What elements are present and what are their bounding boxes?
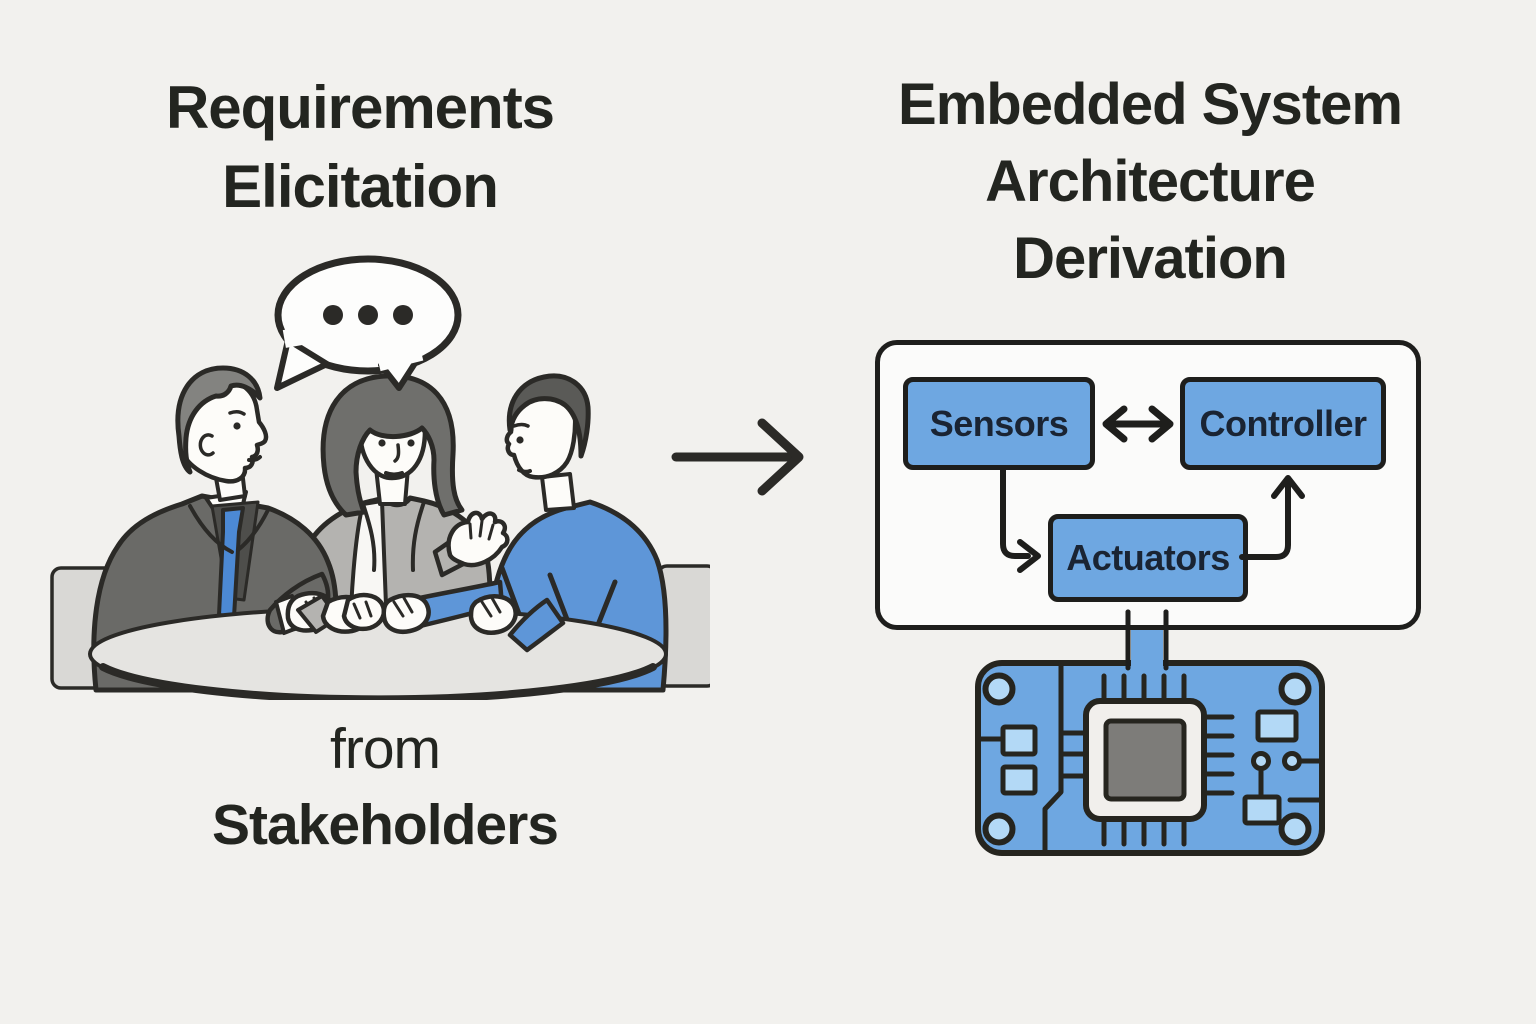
left-title: Requirements Elicitation <box>40 68 680 226</box>
left-title-line2: Elicitation <box>222 153 499 221</box>
hands-on-table <box>265 571 566 653</box>
block-sensors-label: Sensors <box>929 402 1069 444</box>
stakeholders-illustration <box>50 255 710 700</box>
block-actuators-label: Actuators <box>1066 537 1230 578</box>
block-controller-label: Controller <box>1199 402 1367 444</box>
right-title-line2: Architecture <box>985 149 1316 215</box>
right-title-line1: Embedded System <box>898 72 1403 137</box>
caption-from: from <box>330 717 441 781</box>
circuit-board-icon <box>975 609 1325 856</box>
block-actuators: Actuators <box>1048 514 1248 602</box>
board-hole <box>982 672 1016 706</box>
left-caption: from Stakeholders <box>85 712 685 864</box>
left-title-line1: Requirements <box>165 74 555 141</box>
speech-bubble-icon <box>274 255 462 391</box>
gesturing-hand <box>432 510 510 578</box>
caption-stakeholders: Stakeholders <box>212 792 559 857</box>
block-sensors: Sensors <box>903 377 1095 470</box>
board-hole <box>982 812 1016 846</box>
chip-icon <box>1083 698 1207 822</box>
right-title-line3: Derivation <box>1013 226 1288 292</box>
board-hole <box>1278 672 1312 706</box>
board-hole <box>1278 812 1312 846</box>
right-title: Embedded System Architecture Derivation <box>855 66 1445 297</box>
block-controller: Controller <box>1180 377 1386 470</box>
